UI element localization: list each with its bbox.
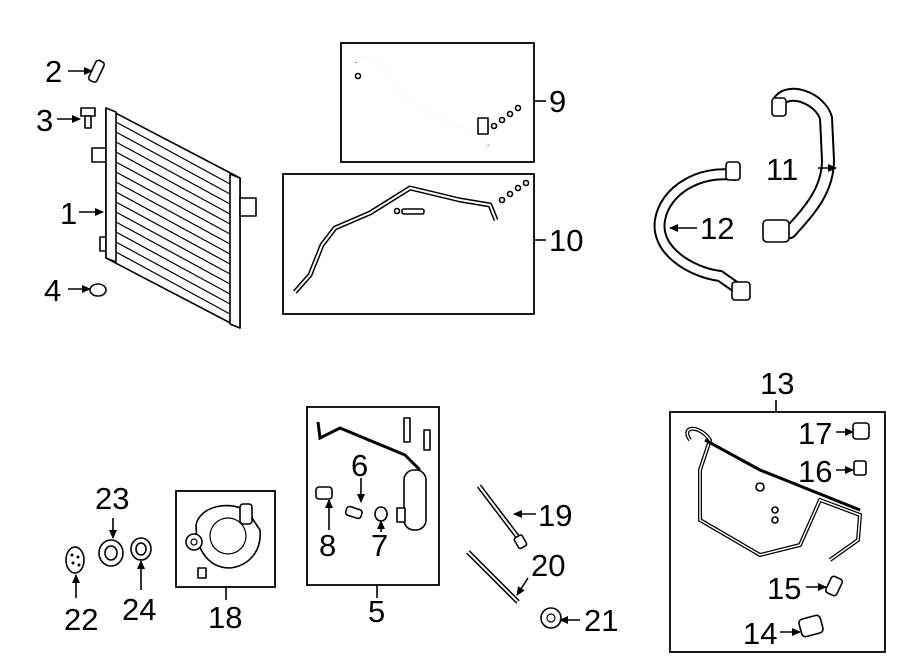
callout-15: 15 [767,571,801,606]
bolt-part [80,107,96,129]
suction-line-box [282,173,535,315]
discharge-hose-part [762,87,836,243]
callout-24: 24 [122,592,156,627]
callout-12: 12 [700,211,734,246]
callout-5: 5 [368,594,385,629]
condenser-fin [115,121,231,185]
condenser-fin [115,201,231,265]
callout-18: 18 [208,600,242,635]
callout-2: 2 [45,54,62,89]
callout-8: 8 [319,528,336,563]
callout-19: 19 [538,498,572,533]
callout-1: 1 [60,196,77,231]
condenser-fin [115,171,231,235]
condenser-fin [115,231,231,295]
suction-hose-part [653,161,751,301]
callout-14: 14 [743,616,777,651]
condenser-fin [115,131,231,195]
callout-6: 6 [351,448,368,483]
callout-3: 3 [36,103,53,138]
manifold-box [669,411,886,653]
callout-16: 16 [798,454,832,489]
condenser-fin [115,251,231,315]
callout-21: 21 [584,603,618,638]
condenser-fin [115,141,231,205]
condenser-fin [115,211,231,275]
callout-4: 4 [44,273,61,308]
condenser-fin [115,161,231,225]
callout-23: 23 [95,481,129,516]
clutch-parts [65,537,152,574]
callout-22: 22 [64,602,98,637]
condenser-fin [115,221,231,285]
callout-9: 9 [549,84,566,119]
condenser-fin [115,191,231,255]
compressor-box [175,490,276,588]
condenser-part [91,107,257,329]
condenser-fin [115,241,231,305]
callout-17: 17 [798,416,832,451]
callout-13: 13 [760,366,794,401]
drier-box [306,406,440,586]
liquid-line-box [340,42,535,163]
callout-7: 7 [371,528,388,563]
fastener-parts [466,484,562,629]
callout-20: 20 [531,548,565,583]
condenser-fin [115,181,231,245]
o-ring-part [89,283,107,297]
leader-lines [57,67,854,636]
callout-10: 10 [549,223,583,258]
condenser-fin [115,151,231,215]
callout-11: 11 [766,152,798,187]
